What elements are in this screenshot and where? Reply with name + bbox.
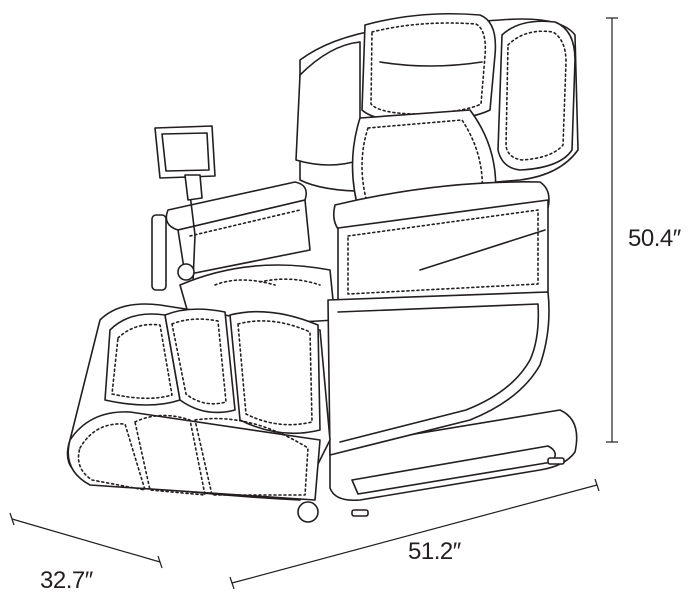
back-cushion-stitch: [361, 119, 484, 207]
right-armrest-fold: [419, 229, 546, 271]
depth-dimension-tick-right: [594, 478, 600, 492]
width-dimension-tick-right: [157, 555, 163, 569]
width-dimension-tick-left: [9, 512, 15, 526]
calf-pad-3-stitch: [237, 320, 313, 426]
remote-clip: [184, 174, 203, 201]
foot-pad-left: [77, 423, 146, 491]
foot-pad-right: [194, 417, 309, 496]
remote-screen: [161, 132, 210, 172]
foot-rest: [67, 411, 321, 501]
left-armrest-side: [177, 199, 311, 276]
right-side-panel: [327, 291, 550, 456]
calf-pad-2: [164, 308, 236, 414]
depth-dimension-tick-left: [229, 576, 235, 590]
seat-cushion-stitch: [214, 278, 321, 286]
height-dimension-label: 50.4″: [628, 225, 682, 252]
calf-pad-2-stitch: [171, 318, 227, 405]
calf-pad-1-stitch: [111, 323, 173, 400]
remote-holder: [154, 125, 216, 179]
headrest-fold: [379, 61, 483, 67]
width-dimension-line: [11, 518, 161, 563]
chair-illustration: [66, 12, 579, 523]
control-knob: [177, 263, 195, 281]
base-foot-left: [351, 509, 369, 517]
depth-dimension-label: 51.2″: [408, 538, 462, 565]
wheel: [297, 501, 319, 523]
calf-pad-3: [229, 310, 321, 435]
headrest-stitch: [370, 22, 487, 115]
left-armrest-stitch: [189, 209, 301, 237]
right-side-panel-inner: [337, 303, 540, 443]
foot-pad-middle: [134, 414, 206, 496]
depth-dimension-line: [231, 484, 598, 584]
shoulder-wing-stitch: [505, 30, 567, 161]
base-foot-right: [547, 457, 565, 465]
width-dimension-label: 32.7″: [40, 567, 94, 593]
shoulder-wing: [497, 20, 576, 171]
dimension-lines: [9, 17, 618, 590]
right-armrest-stitch: [347, 209, 539, 295]
left-frame-post: [151, 214, 167, 291]
